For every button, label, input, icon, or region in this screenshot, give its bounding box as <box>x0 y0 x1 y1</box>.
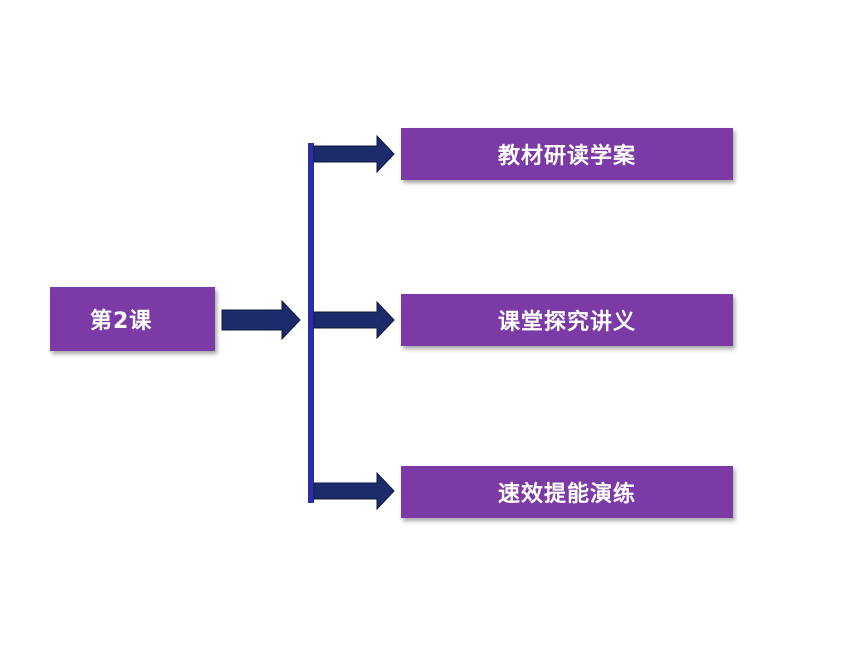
item-arrow-2 <box>313 300 395 340</box>
root-arrow <box>221 299 301 341</box>
item-box-quick-practice[interactable]: 速效提能演练 <box>401 466 733 518</box>
lesson-root-label: 第2课 <box>90 309 153 334</box>
item-box-textbook-study[interactable]: 教材研读学案 <box>401 128 733 180</box>
item-label: 课堂探究讲义 <box>497 310 636 335</box>
item-arrow-1 <box>313 134 395 174</box>
vertical-bracket-line <box>308 143 314 503</box>
item-arrow-3 <box>313 471 395 511</box>
lesson-root-box[interactable]: 第2课 <box>50 287 215 351</box>
item-label: 速效提能演练 <box>497 482 636 507</box>
item-label: 教材研读学案 <box>497 144 636 169</box>
item-box-classroom-inquiry[interactable]: 课堂探究讲义 <box>401 294 733 346</box>
